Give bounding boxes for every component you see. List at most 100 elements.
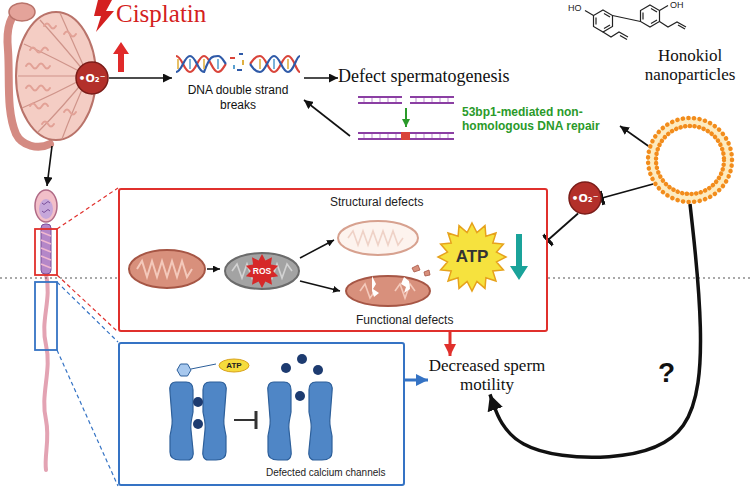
- zoom-lines: [57, 282, 118, 486]
- broken-dna-illustration: [177, 59, 179, 69]
- sperm-illustration: [41, 224, 51, 274]
- midpiece-frame: [35, 229, 57, 275]
- testis-illustration: [44, 24, 56, 29]
- ros-mitochondrion-outline: [225, 253, 299, 289]
- testis-illustration: [26, 86, 50, 91]
- superoxide-circle: •O₂⁻: [75, 61, 109, 95]
- dna-fragments: [230, 57, 235, 59]
- calcium-channel-illustration: [170, 382, 333, 460]
- superoxide-circle-outline: [569, 182, 601, 214]
- honokiol-structure: [620, 36, 627, 40]
- node-text: 53bp1-mediated non-homologous DNA repair: [462, 105, 620, 134]
- dna-fragments: [237, 69, 242, 71]
- mitochondria-illustration: [300, 281, 340, 291]
- mitochondria-illustration: [348, 231, 403, 245]
- atp-ellipse: ATP: [218, 358, 250, 373]
- node-text: ROS: [253, 266, 271, 276]
- sperm-illustration: [35, 190, 57, 222]
- broken-dna-illustration: [259, 59, 261, 69]
- superoxide-circle-outline: [76, 62, 108, 94]
- calcium-channel-illustration: [313, 365, 323, 375]
- calcium-channel-illustration: [170, 354, 333, 460]
- broken-dna-illustration: [176, 53, 300, 72]
- calcium-channel-illustration: [170, 382, 194, 460]
- testis-illustration: [26, 24, 76, 127]
- increase-arrow: [113, 42, 129, 72]
- testis-illustration: [26, 64, 50, 69]
- dna-fragments: [230, 53, 244, 71]
- arrow-connector: [405, 379, 428, 382]
- calcium-channel-illustration: [295, 391, 305, 401]
- mitochondria-illustration: [207, 268, 220, 270]
- dna-fragments: [239, 53, 243, 55]
- sperm-illustration: [41, 232, 51, 268]
- calcium-channel-illustration: [193, 419, 203, 429]
- testis-illustration: [42, 122, 54, 127]
- broken-dna-illustration: [287, 59, 289, 69]
- drug-label: Cisplatin: [116, 0, 206, 28]
- testis-to-sperm-arrow: [47, 146, 52, 186]
- inhibition-connector: [602, 184, 653, 198]
- connector-label: ?: [656, 358, 677, 389]
- calcium-channel-panel: Defected calcium channels ATP: [118, 342, 405, 486]
- broken-dna-illustration: [176, 56, 226, 72]
- calcium-channel-illustration: [309, 382, 333, 460]
- ros-mitochondrion-outline: [232, 264, 292, 278]
- mitochondria-illustration: [129, 221, 528, 306]
- outcome-label: Decreased sperm motility: [428, 356, 546, 394]
- calcium-channel-illustration: [193, 397, 203, 407]
- mitochondria-illustration: [401, 277, 410, 293]
- honokiol-structure: [595, 18, 596, 25]
- nanoparticle-node-outline: [656, 126, 724, 194]
- superoxide-circle: •O₂⁻: [568, 181, 602, 215]
- node-text: Structural defects: [330, 195, 450, 209]
- calcium-channel-illustration: [191, 364, 216, 369]
- calcium-channel-illustration: [203, 382, 227, 460]
- honokiol-structure: [642, 13, 643, 20]
- calcium-channel-illustration: [255, 411, 258, 429]
- honokiol-structure: [660, 22, 687, 28]
- decrease-arrow: [510, 234, 528, 280]
- honokiol-structure: [585, 5, 686, 40]
- calcium-channel-illustration: [309, 382, 333, 460]
- broken-dna-illustration: [250, 56, 300, 72]
- broken-dna-illustration: [250, 56, 300, 72]
- atp-burst: ATP: [437, 222, 507, 292]
- broken-dna-illustration: [273, 59, 275, 69]
- mitochondria-illustration: [412, 265, 420, 272]
- nanoparticle-node-outline: [652, 122, 728, 198]
- arrow-connector: [449, 332, 452, 356]
- mitochondria-illustration: [346, 276, 430, 306]
- testis-illustration: [64, 110, 76, 115]
- calcium-channel-illustration: [281, 363, 291, 373]
- honokiol-structure: [585, 11, 594, 16]
- testis-illustration: [30, 104, 48, 109]
- chemical-group-label: OH: [670, 1, 684, 11]
- node-text: Defect spermatogenesis: [338, 66, 509, 87]
- calcium-channel-illustration: [177, 364, 191, 376]
- broken-dna-illustration: [217, 59, 219, 69]
- broken-dna-illustration: [176, 56, 226, 72]
- testis-illustration: [64, 32, 76, 37]
- calcium-channel-illustration: [268, 382, 292, 460]
- arrow-connector: [109, 77, 172, 79]
- ros-mitochondrion: ROS: [224, 252, 300, 290]
- honokiol-structure: [613, 16, 641, 22]
- testis-illustration: [9, 3, 35, 21]
- chemical-group-label: HO: [568, 4, 582, 14]
- node-text: Honokiol nanoparticles: [632, 46, 748, 84]
- tail-frame: [35, 282, 57, 350]
- broken-dna-illustration: [178, 59, 218, 69]
- broken-dna-illustration: [203, 59, 205, 69]
- mitochondria-illustration: [129, 250, 205, 288]
- arrow-connector: [620, 126, 648, 146]
- dna-break-node: DNA double strand breaks: [172, 42, 304, 112]
- atp-burst-outline: [438, 223, 506, 291]
- broken-dna-illustration: [250, 56, 300, 72]
- calcium-channel-illustration: [268, 382, 292, 460]
- lightning-bolt: [94, 0, 114, 32]
- node-text: ATP: [456, 247, 489, 267]
- node-text: Decreased sperm motility: [428, 356, 546, 394]
- node-text: Defected calcium channels: [266, 467, 404, 479]
